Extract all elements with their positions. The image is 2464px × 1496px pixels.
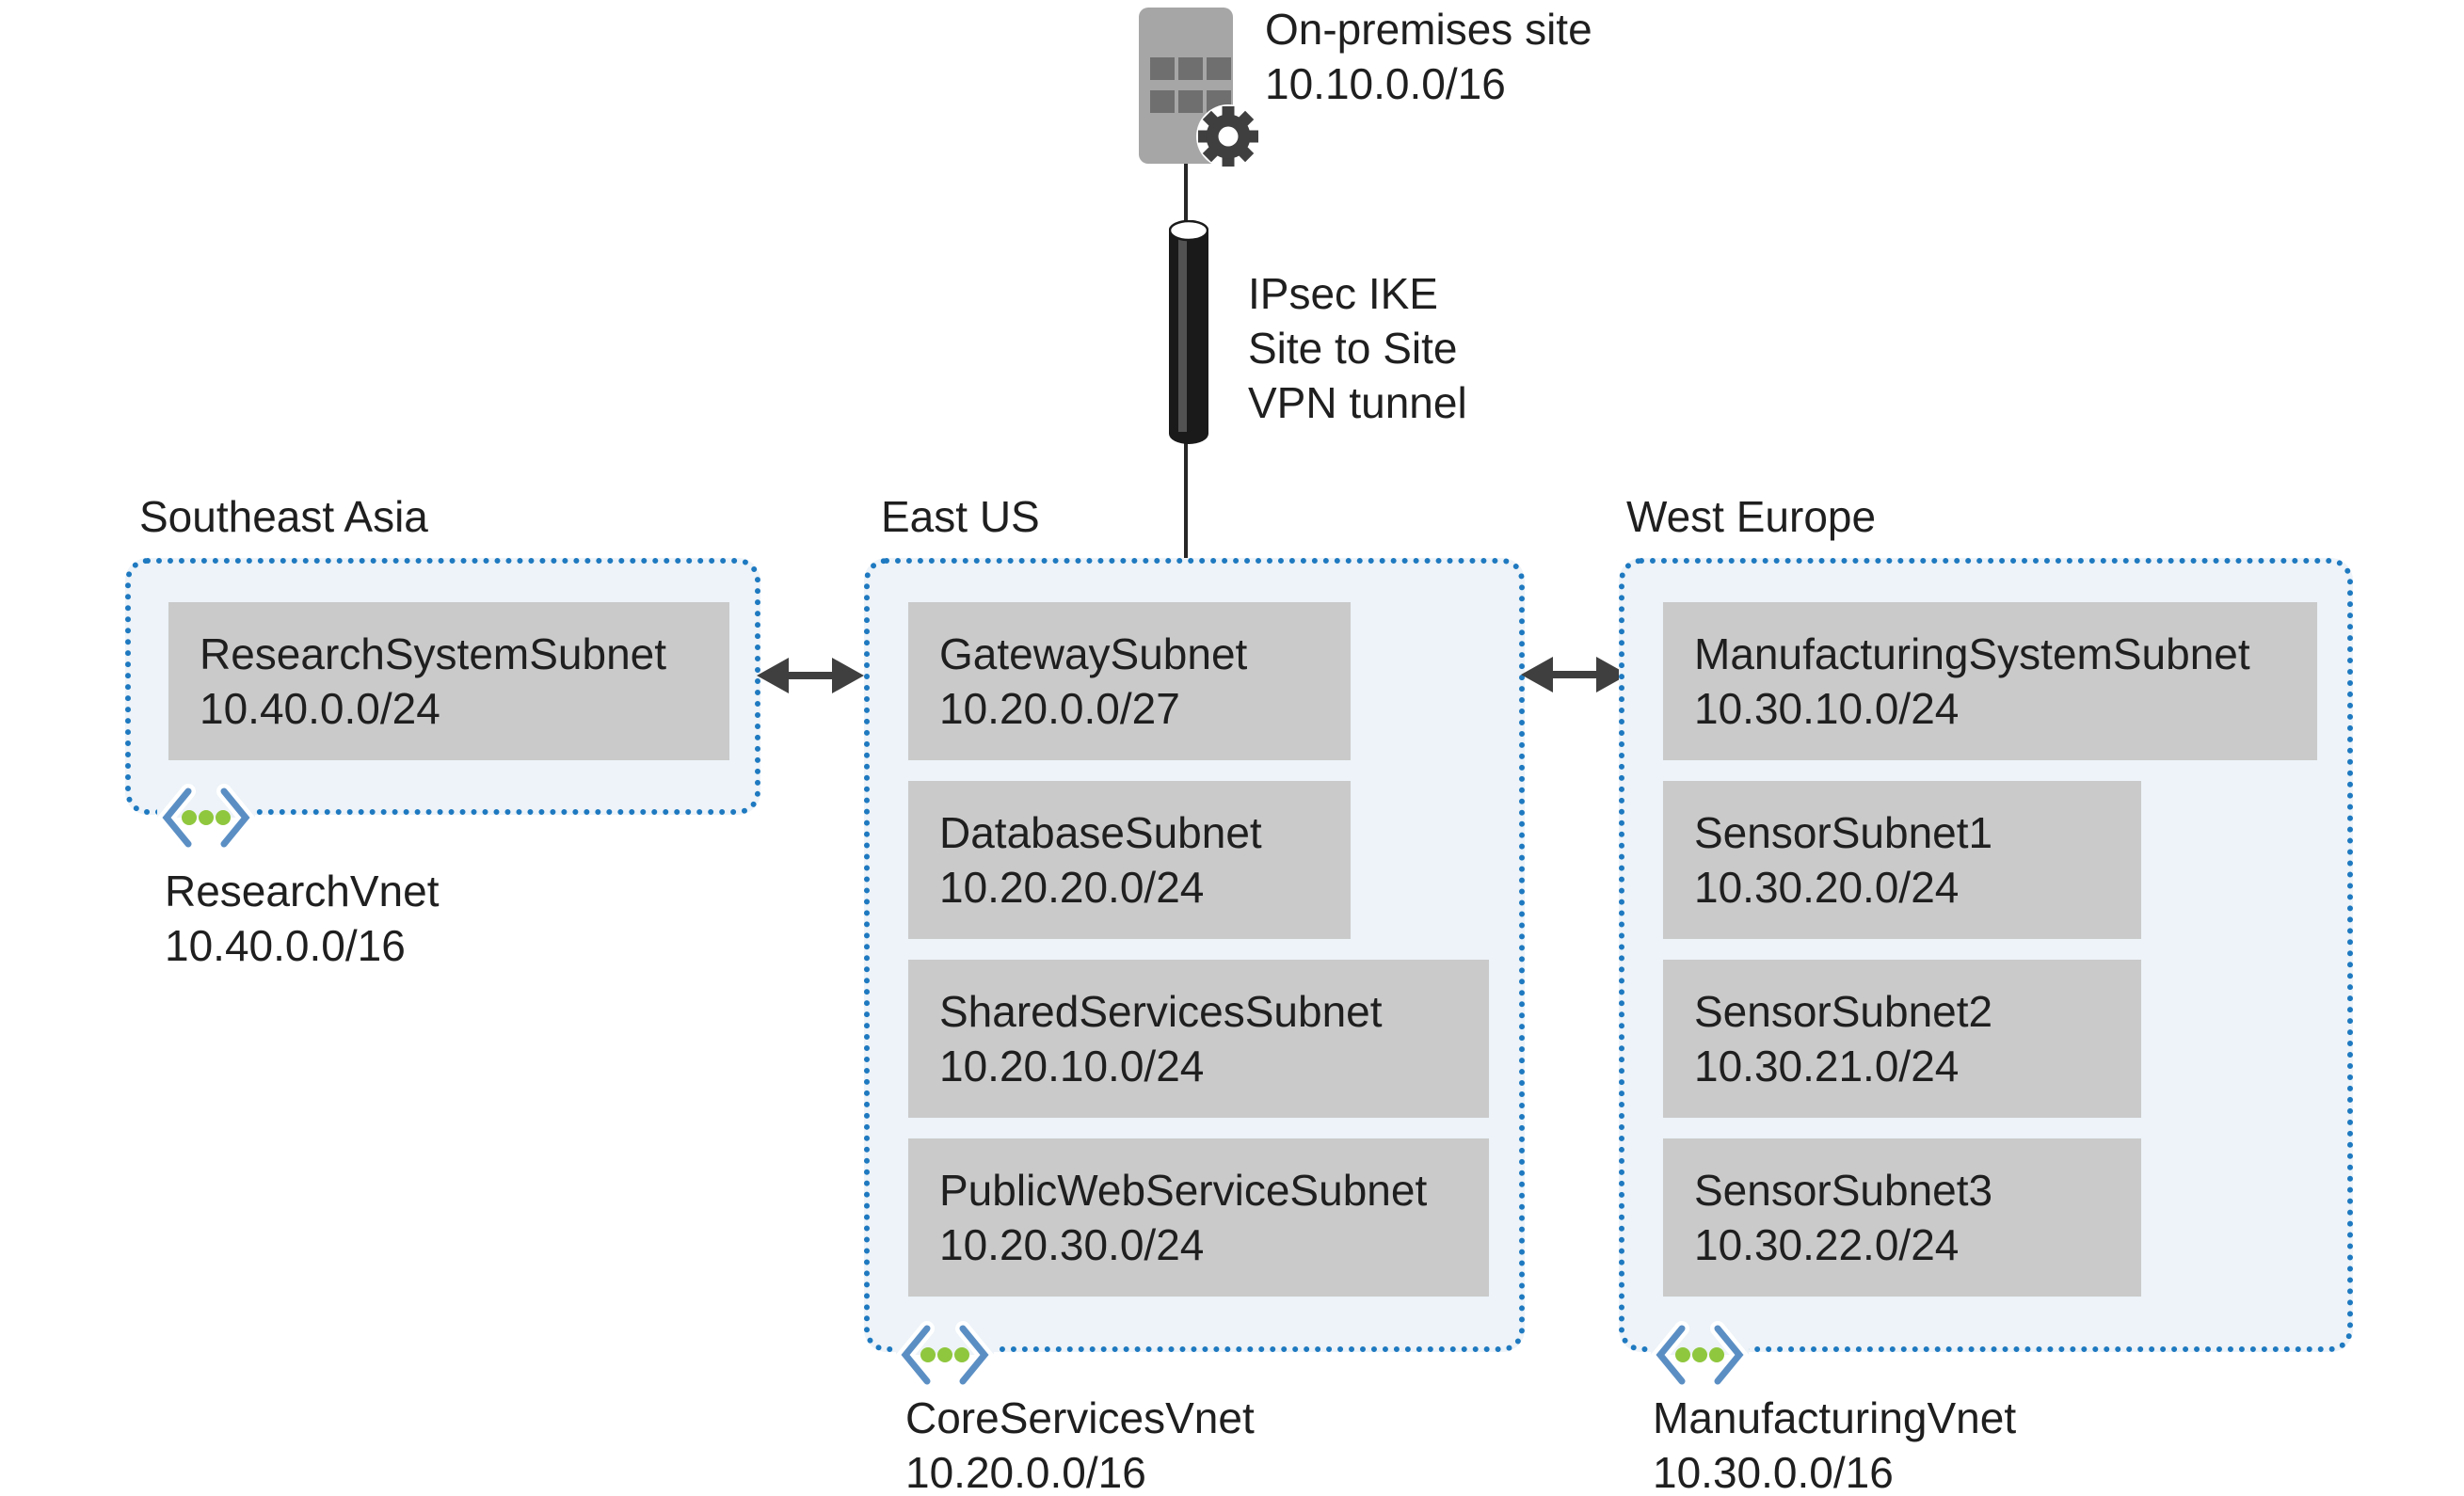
subnet-cidr: 10.20.20.0/24 [939,863,1205,912]
vpn-tunnel-label-line: VPN tunnel [1248,378,1467,427]
subnet-cidr: 10.20.10.0/24 [939,1042,1205,1090]
subnet-manufacturingsystemsubnet: ManufacturingSystemSubnet 10.30.10.0/24 [1663,602,2317,760]
vnet-caption-manufacturingvnet: ManufacturingVnet 10.30.0.0/16 [1653,1391,2016,1496]
subnet-name: SharedServicesSubnet [939,987,1383,1036]
subnet-name: ManufacturingSystemSubnet [1694,629,2250,678]
building-window-icon [1207,57,1231,80]
subnet-name: SensorSubnet2 [1694,987,1993,1036]
subnet-sensorsubnet2: SensorSubnet2 10.30.21.0/24 [1663,960,2141,1118]
region-box-southeast-asia: ResearchSystemSubnet 10.40.0.0/24 [125,558,760,852]
vnet-name: ManufacturingVnet [1653,1393,2017,1442]
vnet-name: CoreServicesVnet [905,1393,1255,1442]
vpn-tunnel-icon [1169,220,1208,444]
region-box-west-europe: ManufacturingSystemSubnet 10.30.10.0/24 … [1619,558,2353,1390]
subnet-sensorsubnet1: SensorSubnet1 10.30.20.0/24 [1663,781,2141,939]
subnet-name: ResearchSystemSubnet [200,629,667,678]
vpn-tunnel-label-line: IPsec IKE [1248,269,1438,318]
subnet-cidr: 10.20.0.0/27 [939,684,1180,733]
peering-arrow-icon [757,658,864,693]
subnet-cidr: 10.30.10.0/24 [1694,684,1960,733]
subnet-researchsystemsubnet: ResearchSystemSubnet 10.40.0.0/24 [168,602,729,760]
building-window-icon [1178,57,1203,80]
vnet-peering-icon [1651,1320,1749,1390]
subnet-name: DatabaseSubnet [939,808,1262,857]
vnet-cidr: 10.30.0.0/16 [1653,1448,1894,1496]
subnet-cidr: 10.30.20.0/24 [1694,863,1960,912]
region-label-southeast-asia: Southeast Asia [139,492,428,541]
vnet-caption-coreservicesvnet: CoreServicesVnet 10.20.0.0/16 [905,1391,1255,1496]
subnet-cidr: 10.30.21.0/24 [1694,1042,1960,1090]
vnet-cidr: 10.20.0.0/16 [905,1448,1146,1496]
subnet-name: SensorSubnet3 [1694,1166,1993,1215]
subnet-publicwebservicesubnet: PublicWebServiceSubnet 10.20.30.0/24 [908,1138,1489,1297]
vnet-peering-icon [896,1320,994,1390]
subnet-cidr: 10.30.22.0/24 [1694,1220,1960,1269]
onprem-label: On-premises site 10.10.0.0/16 [1265,2,1592,111]
onprem-cidr: 10.10.0.0/16 [1265,59,1506,108]
peering-arrow-icon [1521,657,1628,692]
subnet-cidr: 10.20.30.0/24 [939,1220,1205,1269]
subnet-sensorsubnet3: SensorSubnet3 10.30.22.0/24 [1663,1138,2141,1297]
subnet-name: GatewaySubnet [939,629,1248,678]
region-label-east-us: East US [881,492,1040,541]
building-window-icon [1150,90,1175,113]
subnet-name: SensorSubnet1 [1694,808,1993,857]
vnet-cidr: 10.40.0.0/16 [165,921,406,970]
building-window-icon [1178,90,1203,113]
building-window-icon [1150,57,1175,80]
subnet-name: PublicWebServiceSubnet [939,1166,1428,1215]
vnet-name: ResearchVnet [165,867,440,915]
gear-icon [1196,104,1260,168]
subnet-gatewaysubnet: GatewaySubnet 10.20.0.0/27 [908,602,1351,760]
onprem-name: On-premises site [1265,5,1592,54]
subnet-databasesubnet: DatabaseSubnet 10.20.20.0/24 [908,781,1351,939]
vpn-tunnel-label-line: Site to Site [1248,324,1458,373]
subnet-cidr: 10.40.0.0/24 [200,684,440,733]
vnet-peering-icon [157,783,255,852]
region-label-west-europe: West Europe [1626,492,1877,541]
vpn-tunnel-label: IPsec IKE Site to Site VPN tunnel [1248,266,1467,430]
vnet-caption-researchvnet: ResearchVnet 10.40.0.0/16 [165,864,440,973]
region-box-east-us: GatewaySubnet 10.20.0.0/27 DatabaseSubne… [864,558,1525,1390]
subnet-sharedservicessubnet: SharedServicesSubnet 10.20.10.0/24 [908,960,1489,1118]
